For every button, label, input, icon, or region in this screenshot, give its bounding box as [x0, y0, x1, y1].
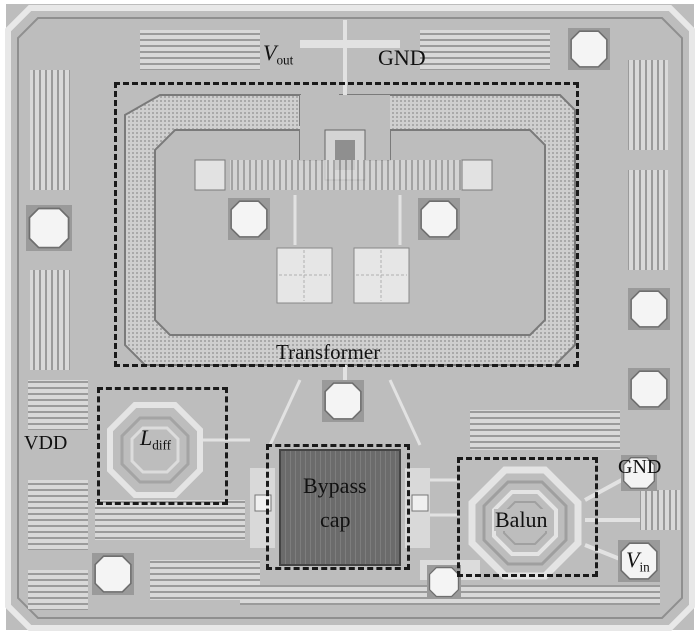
bypass-label-line1: Bypass	[303, 473, 367, 498]
vout-sub: out	[276, 52, 294, 68]
vin-sub: in	[639, 559, 650, 575]
ldiff-sub: diff	[152, 437, 172, 453]
vin-label: Vin	[626, 549, 650, 574]
vdd-label: VDD	[24, 432, 68, 454]
ldiff-main: L	[140, 425, 153, 450]
bypass-label-line2: cap	[320, 507, 351, 532]
ldiff-label: Ldiff	[140, 427, 171, 452]
gnd-top-label: GND	[378, 45, 426, 70]
balun-outline	[457, 457, 598, 577]
balun-label: Balun	[494, 507, 549, 532]
vout-label: Vout	[263, 42, 293, 67]
ldiff-outline	[97, 387, 228, 505]
bypass-cap-outline	[266, 444, 410, 570]
transformer-outline	[114, 82, 579, 367]
vin-main: V	[626, 547, 640, 572]
gnd-right-label: GND	[618, 456, 662, 478]
vout-main: V	[263, 40, 277, 65]
transformer-label: Transformer	[276, 340, 381, 364]
